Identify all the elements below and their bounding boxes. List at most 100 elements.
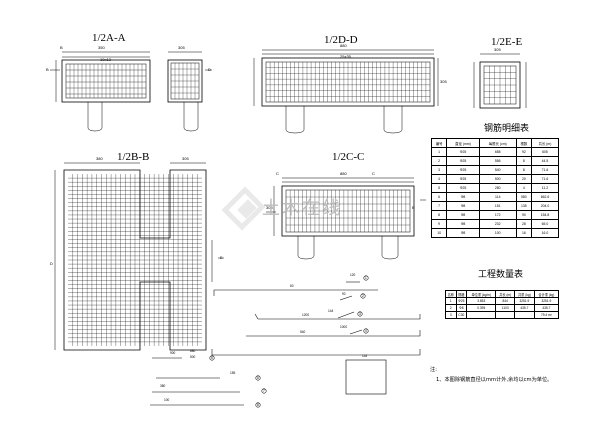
bar-dim-1: 120 xyxy=(350,273,356,277)
bar-number-4: 4 xyxy=(365,328,367,333)
table-cell: 3251.9 xyxy=(514,297,535,305)
table-cell: 4 xyxy=(515,183,532,193)
bar-dim-10: 900 xyxy=(170,351,176,355)
table-cell: Φ25 xyxy=(455,297,468,305)
table-cell xyxy=(514,311,535,319)
dim-bb-width: 380 xyxy=(96,156,103,161)
bar-dim-14: 144 xyxy=(362,354,368,358)
bar-dim-8: 500 xyxy=(190,355,196,359)
table-cell: 1 xyxy=(445,297,457,305)
table-cell: 8 xyxy=(515,165,532,175)
table-cell: 79.4 m³ xyxy=(533,311,560,319)
view-bb xyxy=(54,162,224,351)
table-cell: Φ25 xyxy=(446,147,480,157)
section-mark-e2: E xyxy=(220,255,223,260)
table-cell: 共长 (m) xyxy=(495,290,516,298)
table-cell: 100 xyxy=(478,228,517,238)
view-cc xyxy=(266,177,426,260)
table-cell: 11.2 xyxy=(530,183,560,193)
table-cell: 658 xyxy=(478,147,517,157)
table-cell: 500 xyxy=(478,174,517,184)
table-cell: 92 xyxy=(515,147,532,157)
bar-number-5: 5 xyxy=(211,355,213,360)
table-cell: Φ8 xyxy=(446,210,480,220)
bar-dim-6: 1000 xyxy=(340,325,348,329)
table-cell: 9 xyxy=(430,219,448,229)
bar-dim-7: 540 xyxy=(300,330,306,334)
notes-line-1: 1、本图除钢筋直径以mm计外,余均以cm为单位。 xyxy=(436,377,553,383)
rebar-table-caption: 钢筋明细表 xyxy=(484,124,530,134)
table-cell: 2 xyxy=(445,304,457,312)
dim-ee-width: 305 xyxy=(494,47,501,52)
table-cell: 435.7 xyxy=(514,304,535,312)
table-cell: Φ25 xyxy=(446,165,480,175)
table-cell: 每根长 (cm) xyxy=(478,138,517,148)
section-mark-b-top: B xyxy=(60,45,63,50)
table-cell: 共重 (kg) xyxy=(514,290,535,298)
table-cell: 1 xyxy=(430,147,448,157)
table-cell: 0.395 xyxy=(466,304,497,312)
table-cell: 232 xyxy=(478,219,517,229)
table-cell: 3.853 xyxy=(466,297,497,305)
table-cell: 16 xyxy=(515,228,532,238)
view-cc-title: 1/2C-C xyxy=(332,151,365,163)
table-cell: 10 xyxy=(430,228,448,238)
bar-details xyxy=(150,275,421,408)
view-aa-title: 1/2A-A xyxy=(92,32,126,44)
table-cell: 3 xyxy=(445,311,457,319)
table-cell: Φ25 xyxy=(446,156,480,166)
table-cell: Φ8 xyxy=(446,192,480,202)
table-cell: 114 xyxy=(478,192,517,202)
view-ee xyxy=(473,53,527,109)
table-cell: 1103 xyxy=(495,304,516,312)
table-cell: 580 xyxy=(515,192,532,202)
table-cell: 2 xyxy=(430,156,448,166)
table-cell: 规格 xyxy=(455,290,468,298)
quantity-table-caption: 工程数量表 xyxy=(478,270,524,280)
table-cell: 8 xyxy=(515,156,532,166)
section-mark-e: E xyxy=(412,205,415,210)
section-mark-c-top: C xyxy=(276,171,279,176)
table-cell: 编号 xyxy=(430,138,448,148)
table-cell: Φ8 xyxy=(446,228,480,238)
table-cell: 71.6 xyxy=(530,165,560,175)
bar-number-3: 3 xyxy=(359,311,361,316)
table-header-row: 名称规格单位重 (kg/m)共长 (m)共重 (kg)合计重 (kg) xyxy=(445,290,560,298)
table-cell: Φ8 xyxy=(446,201,480,211)
table-cell: 65.0 xyxy=(530,219,560,229)
dim-aa-width: 350 xyxy=(98,45,105,50)
table-cell: 605 xyxy=(530,147,560,157)
table-cell: 根数 xyxy=(515,138,532,148)
table-cell: 154.8 xyxy=(530,210,560,220)
table-cell xyxy=(466,311,497,319)
section-mark-d2: D xyxy=(208,67,211,72)
dim-dd-spacing: 25x35 xyxy=(340,54,351,59)
watermark-text: 土木在线 xyxy=(262,198,342,219)
table-cell: 151 xyxy=(478,201,517,211)
table-cell: 204.0 xyxy=(530,201,560,211)
table-cell: 435.7 xyxy=(533,304,560,312)
dim-aa-side: 305 xyxy=(178,45,185,50)
table-cell: 6 xyxy=(430,192,448,202)
table-cell: 280 xyxy=(478,183,517,193)
bar-number-2: 2 xyxy=(362,293,364,298)
view-dd-title: 1/2D-D xyxy=(324,34,358,46)
table-cell: 135 xyxy=(515,201,532,211)
table-cell: C30 xyxy=(455,311,468,319)
dim-dd-width: 880 xyxy=(340,43,347,48)
watermark-logo xyxy=(221,186,266,231)
